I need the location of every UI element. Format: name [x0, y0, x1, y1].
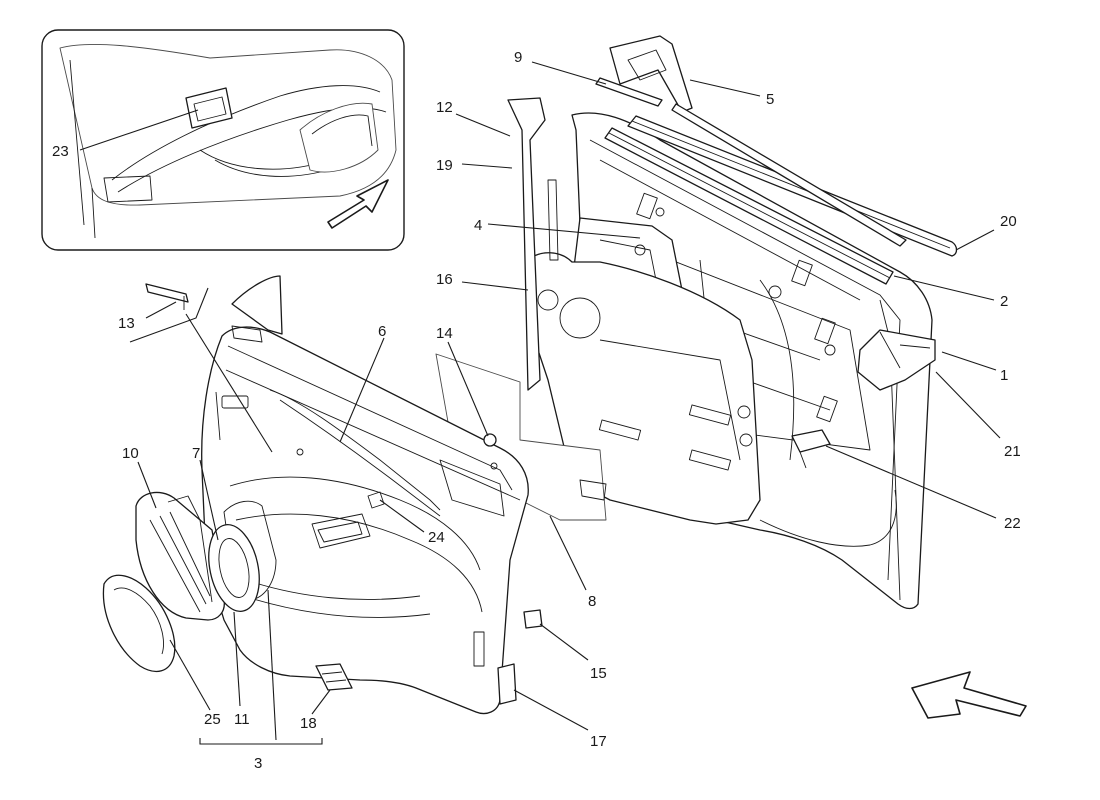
callout-11: 11 — [234, 711, 250, 728]
speaker-ring — [208, 524, 260, 612]
leader-9 — [531, 61, 607, 85]
leader-24 — [379, 499, 425, 533]
mirror-inner-cover — [231, 275, 283, 335]
latch-bracket — [791, 429, 831, 469]
retaining-clip-15 — [523, 609, 543, 629]
leader-16 — [461, 281, 529, 291]
callout-25: 25 — [204, 711, 221, 728]
trim-guide-line — [129, 287, 209, 343]
callout-14: 14 — [436, 325, 453, 342]
leader-17 — [513, 689, 589, 731]
callout-23: 23 — [52, 143, 69, 160]
mirror-bracket — [857, 329, 936, 391]
callout-7: 7 — [192, 445, 200, 462]
callout-9: 9 — [514, 49, 522, 66]
retaining-clip-14 — [483, 433, 497, 447]
leader-18 — [311, 689, 331, 715]
leader-19 — [461, 163, 513, 169]
belt-strip-inner — [604, 127, 894, 285]
inset-direction-arrow — [327, 179, 389, 229]
callout-16: 16 — [436, 271, 453, 288]
leader-11 — [233, 611, 241, 707]
light-lens — [497, 663, 517, 705]
direction-arrow — [911, 671, 1027, 719]
leader-22 — [825, 445, 997, 519]
leader-25 — [169, 639, 211, 711]
door-handle-bezel — [367, 491, 385, 509]
leader-14 — [447, 341, 489, 437]
speaker-bezel — [102, 574, 176, 673]
leader-8 — [549, 515, 587, 591]
switch-module — [315, 663, 353, 691]
door-trim-panel — [201, 325, 529, 715]
callout-5: 5 — [766, 91, 774, 108]
detail-inset: 23 — [41, 29, 405, 251]
callout-21: 21 — [1004, 443, 1021, 460]
callout-18: 18 — [300, 715, 317, 732]
leader-4 — [487, 223, 641, 239]
leader-12 — [455, 113, 511, 137]
callout-20: 20 — [1000, 213, 1017, 230]
callout-8: 8 — [588, 593, 596, 610]
leader-3-stem — [267, 589, 277, 741]
leader-21 — [935, 371, 1001, 439]
callout-15: 15 — [590, 665, 607, 682]
callout-10: 10 — [122, 445, 139, 462]
leader-15 — [539, 623, 589, 661]
trim-clip-13 — [145, 283, 189, 310]
handle-pull-cup — [185, 87, 233, 129]
leader-20 — [955, 229, 995, 251]
leader-13 — [145, 301, 177, 319]
callout-13: 13 — [118, 315, 135, 332]
upper-seal-strip — [595, 77, 663, 107]
leader-2 — [893, 275, 995, 301]
callout-24: 24 — [428, 529, 445, 546]
speaker-grille — [135, 491, 225, 621]
pillar-trim — [507, 97, 559, 391]
leader-1 — [941, 351, 997, 371]
leader-5 — [689, 79, 761, 97]
window-rail — [671, 103, 907, 247]
callout-17: 17 — [590, 733, 607, 750]
trim-guide-line-2 — [185, 313, 273, 453]
callout-1: 1 — [1000, 367, 1008, 384]
callout-12: 12 — [436, 99, 453, 116]
callout-6: 6 — [378, 323, 386, 340]
group-bracket-3 — [199, 738, 323, 745]
callout-2: 2 — [1000, 293, 1008, 310]
leader-7 — [199, 459, 219, 541]
leader-10 — [137, 461, 157, 509]
inset-door-trim — [59, 43, 397, 239]
leader-6 — [339, 337, 385, 443]
callout-19: 19 — [436, 157, 453, 174]
leader-lines — [129, 61, 1001, 745]
callout-22: 22 — [1004, 515, 1021, 532]
callout-numbers: 1 2 3 4 5 6 7 8 9 10 11 12 13 14 15 16 1… — [118, 49, 1021, 772]
callout-4: 4 — [474, 217, 482, 234]
callout-3: 3 — [254, 755, 262, 772]
leader-23 — [79, 109, 199, 151]
